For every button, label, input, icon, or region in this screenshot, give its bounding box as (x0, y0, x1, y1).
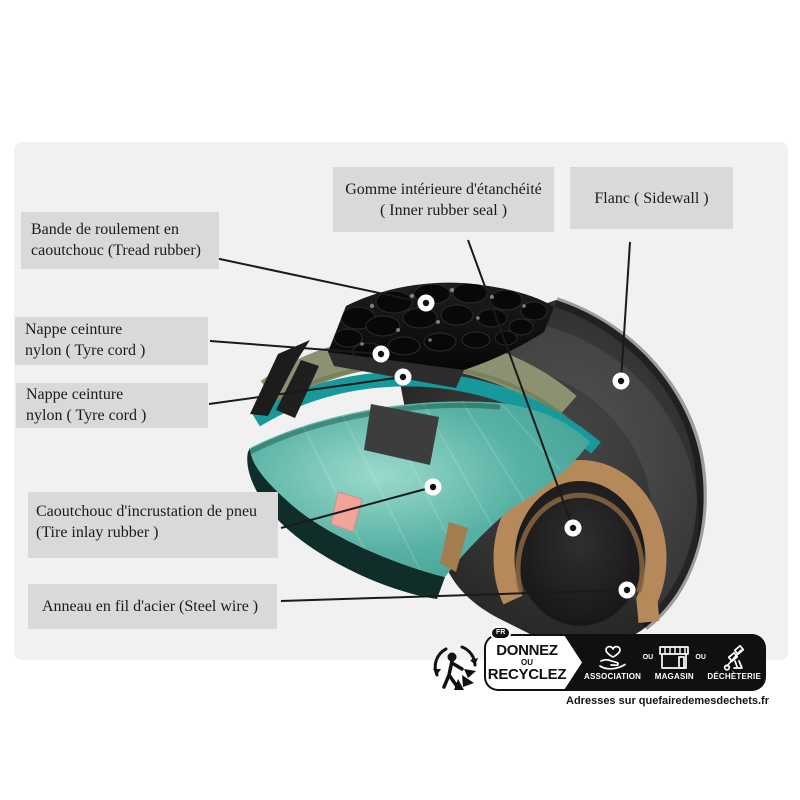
label-steel-wire: Anneau en fil d'acier (Steel wire ) (28, 584, 277, 629)
callout-dot (424, 478, 442, 496)
label-text: Nappe ceinture (26, 386, 124, 403)
bead-ring-shade (515, 492, 645, 593)
gray-patch (364, 404, 439, 465)
label-text: Caoutchouc d'incrustation de pneu (36, 503, 258, 520)
badge-separator: OU (695, 654, 706, 661)
callout-dot (612, 372, 630, 390)
callout-dot (394, 368, 412, 386)
donnez-recyclez-badge: FR DONNEZ OU RECYCLEZ ASSOCIATION (484, 626, 766, 691)
tire-outer-rim-shade (554, 297, 707, 630)
tread-side-face (328, 352, 464, 388)
store-icon (659, 646, 690, 669)
tread-knobs (333, 282, 548, 362)
heart-hand-icon (598, 645, 626, 670)
badge-option-decheterie: DÉCHÈTERIE (707, 644, 761, 681)
label-text: ( Inner rubber seal ) (379, 201, 508, 219)
arch-interior (516, 474, 644, 626)
badge-option-label: DÉCHÈTERIE (707, 672, 761, 681)
label-text: nylon ( Tyre cord ) (26, 407, 147, 424)
badge-option-magasin: MAGASIN (655, 644, 694, 681)
badge-option-label: ASSOCIATION (584, 672, 642, 681)
label-text: Bande de roulement en (31, 221, 179, 238)
label-text: Anneau en fil d'acier (Steel wire ) (42, 598, 259, 615)
label-text: nylon ( Tyre cord ) (25, 342, 146, 359)
callout-line-wire (280, 589, 628, 602)
badge-ou-text: OU (521, 658, 533, 667)
label-tread-rubber: Bande de roulement en caoutchouc (Tread … (21, 212, 219, 269)
callout-line-seal (467, 239, 574, 529)
triman-icon (433, 645, 478, 690)
label-tyre-cord-1: Nappe ceinture nylon ( Tyre cord ) (15, 317, 208, 365)
badge-options: ASSOCIATION OU MAGASIN OU (584, 637, 761, 688)
bead-ring (493, 460, 667, 623)
badge-option-association: ASSOCIATION (584, 644, 641, 681)
callout-line-inlay (280, 486, 434, 529)
badge-separator: OU (642, 654, 654, 661)
badge-white-section: DONNEZ OU RECYCLEZ (486, 636, 582, 689)
rubber-strap (276, 360, 319, 418)
badge-recyclez-text: RECYCLEZ (487, 666, 567, 683)
label-sidewall: Flanc ( Sidewall ) (570, 167, 733, 229)
decheterie-icon (724, 644, 745, 671)
label-inner-rubber-seal: Gomme intérieure d'étanchéité ( Inner ru… (333, 167, 554, 232)
badge-donnez-text: DONNEZ (496, 642, 558, 659)
bead-sliver (440, 522, 468, 572)
label-text: caoutchouc (Tread rubber) (31, 242, 202, 259)
recycle-badge-area: FR DONNEZ OU RECYCLEZ ASSOCIATION (430, 626, 775, 716)
callout-dot (372, 345, 390, 363)
callout-line-cord2 (208, 376, 404, 405)
callout-line-cord1 (209, 340, 382, 355)
callout-dot (618, 581, 636, 599)
badge-footer-url: Adresses sur quefairedemesdechets.fr (566, 695, 769, 707)
badge-option-label: MAGASIN (654, 672, 694, 681)
label-tire-inlay-rubber: Caoutchouc d'incrustation de pneu (Tire … (28, 492, 278, 558)
label-text: Flanc ( Sidewall ) (594, 189, 709, 207)
fr-badge: FR (490, 626, 512, 640)
callout-lines (208, 239, 631, 602)
callout-line-tread (214, 257, 427, 304)
cord-layer-olive-edge (262, 363, 568, 420)
label-text: Nappe ceinture (25, 321, 123, 338)
callout-dot (417, 294, 435, 312)
callout-line-sidewall (620, 241, 631, 382)
callout-dot (564, 519, 582, 537)
liner-underside (247, 448, 445, 599)
label-text: (Tire inlay rubber ) (36, 524, 159, 541)
inner-liner-sheet (250, 401, 590, 577)
label-text: Gomme intérieure d'étanchéité (345, 180, 542, 198)
label-tyre-cord-2: Nappe ceinture nylon ( Tyre cord ) (16, 383, 208, 428)
callout-dots (372, 294, 636, 599)
